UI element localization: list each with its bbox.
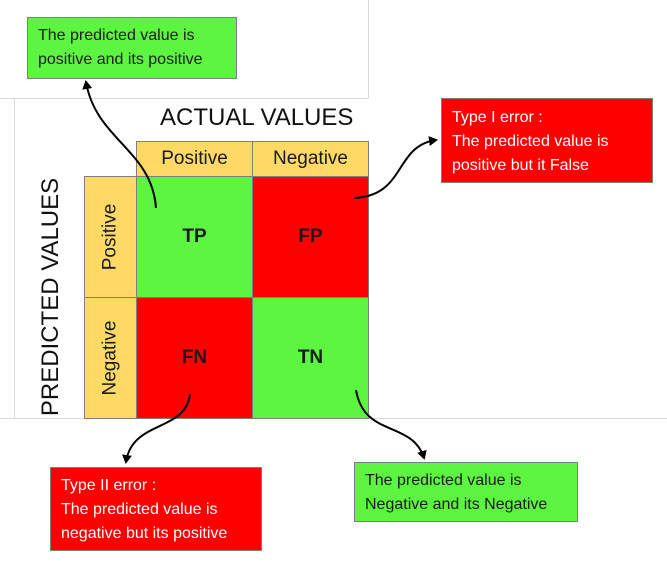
cell-false-positive: FP <box>252 176 369 298</box>
note-true-negative: The predicted value is Negative and its … <box>354 462 578 522</box>
cell-false-negative: FN <box>136 297 253 419</box>
row-header-positive: Positive <box>84 176 137 298</box>
column-header-positive-label: Positive <box>161 148 228 169</box>
cell-true-positive: TP <box>136 176 253 298</box>
note-true-positive-line: positive and its positive <box>38 51 203 68</box>
row-header-negative-label: Negative <box>99 320 121 396</box>
cell-true-negative: TN <box>252 297 369 419</box>
note-false-positive: Type I error : The predicted value is po… <box>441 98 653 183</box>
note-true-positive: The predicted value is positive and its … <box>27 17 237 79</box>
predicted-values-title-wrap: PREDICTED VALUES <box>28 176 74 418</box>
note-true-positive-line: The predicted value is <box>38 27 195 44</box>
row-header-positive-label: Positive <box>99 203 121 271</box>
note-false-positive-line: The predicted value is <box>452 133 609 150</box>
note-false-positive-line: positive but it False <box>452 157 589 174</box>
gridline <box>0 98 368 99</box>
note-true-negative-line: The predicted value is <box>365 472 522 489</box>
cell-false-positive-label: FP <box>298 226 323 247</box>
note-false-negative: Type II error : The predicted value is n… <box>50 467 262 551</box>
note-false-positive-line: Type I error : <box>452 109 543 126</box>
row-header-negative: Negative <box>84 297 137 419</box>
column-header-negative: Negative <box>252 141 369 177</box>
note-false-negative-line: The predicted value is <box>61 501 218 518</box>
note-true-negative-line: Negative and its Negative <box>365 496 548 513</box>
cell-true-negative-label: TN <box>297 347 324 368</box>
cell-true-positive-label: TP <box>182 226 207 247</box>
column-header-positive: Positive <box>136 141 253 177</box>
cell-false-negative-label: FN <box>181 347 208 368</box>
gridline <box>368 0 369 98</box>
gridline <box>14 98 15 418</box>
note-false-negative-line: Type II error : <box>61 477 157 494</box>
column-header-negative-label: Negative <box>273 148 348 169</box>
predicted-values-title: PREDICTED VALUES <box>37 177 64 417</box>
note-false-negative-line: negative but its positive <box>61 525 228 542</box>
actual-values-title: ACTUAL VALUES <box>160 104 354 131</box>
